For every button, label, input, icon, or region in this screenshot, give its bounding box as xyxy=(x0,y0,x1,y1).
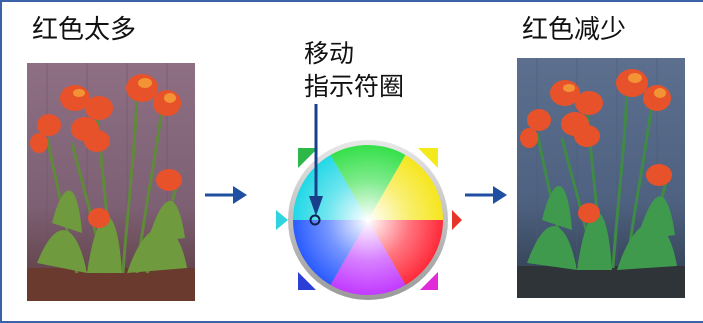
color-wheel[interactable] xyxy=(270,140,466,304)
photo-tulips-red-cast xyxy=(27,63,195,301)
label-too-much-red: 红色太多 xyxy=(32,15,137,45)
corner-red-marker xyxy=(452,210,462,230)
corner-magenta-marker xyxy=(420,272,438,290)
corner-blue-marker xyxy=(298,272,316,290)
corner-cyan-marker xyxy=(276,210,288,230)
photo-tulips-corrected xyxy=(517,58,685,298)
pointer-circle[interactable] xyxy=(309,214,321,226)
label-move-pointer-line2: 指示符圈 xyxy=(304,72,405,101)
corner-green-marker xyxy=(298,148,318,168)
center-mark xyxy=(366,218,370,222)
arrow-right-icon xyxy=(465,186,507,204)
corner-yellow-marker xyxy=(418,148,438,168)
pointer-arrow-icon xyxy=(309,104,323,216)
label-less-red: 红色减少 xyxy=(522,15,627,45)
arrow-right-icon xyxy=(205,186,247,204)
label-move-pointer-line1: 移动 xyxy=(304,39,355,68)
label-move-pointer: 移动 指示符圈 xyxy=(304,37,404,103)
